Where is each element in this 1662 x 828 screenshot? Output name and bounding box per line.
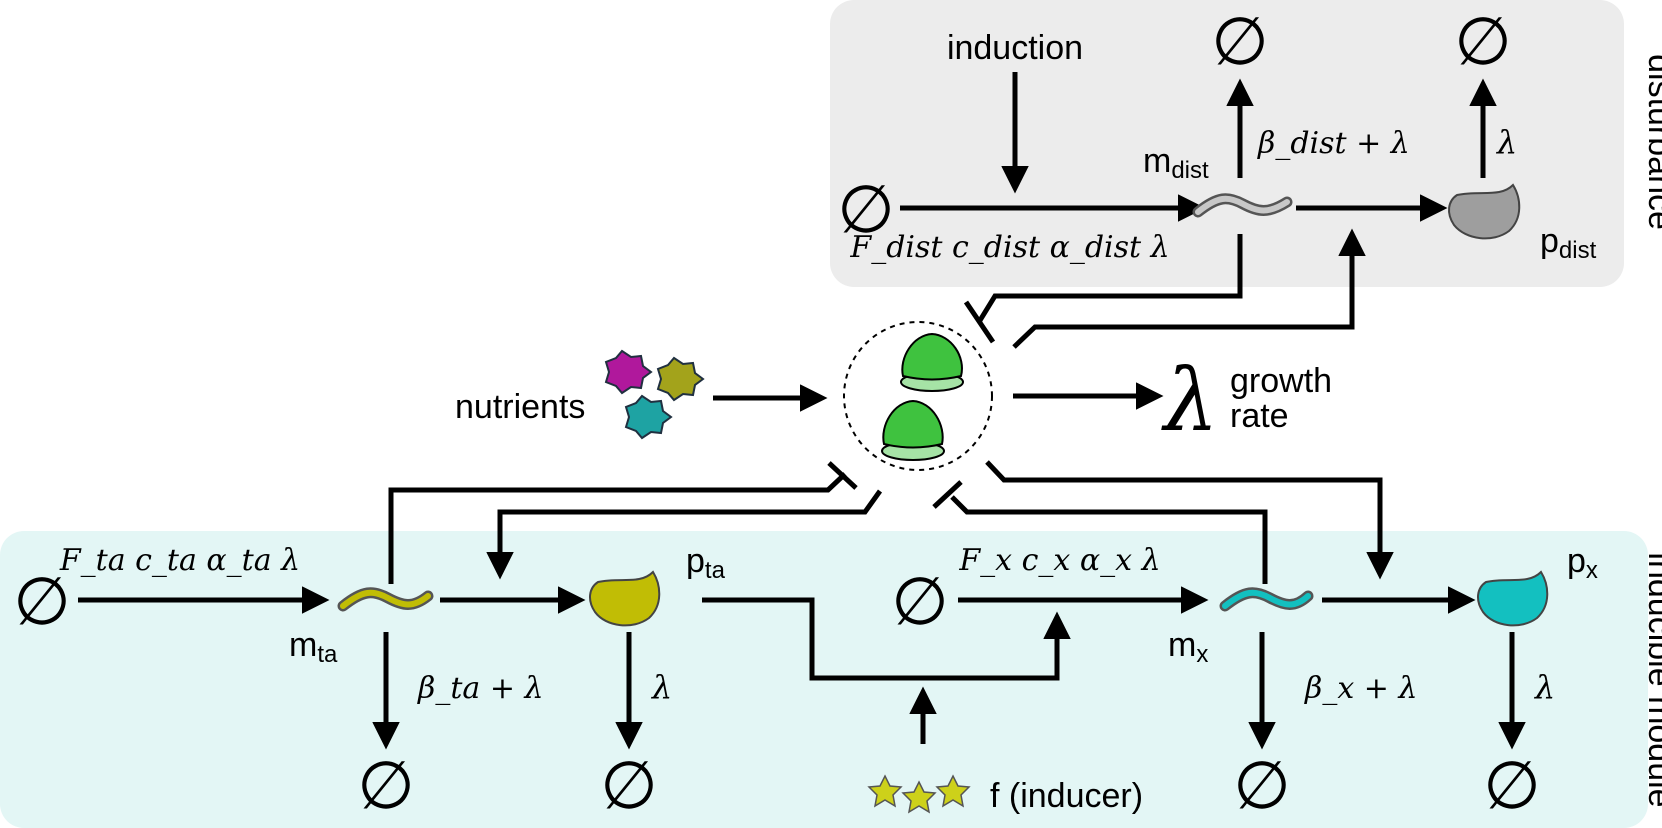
inducer-label: f (inducer) [990,777,1143,815]
p-ta-label: pta [686,542,726,584]
disturbance-panel-label: disturbance [1641,54,1662,230]
ribosome-to-p-ta-arrow [486,489,883,580]
nutrients-label: nutrients [455,388,585,426]
p-ta-sink-null: ∅ [600,747,658,824]
growth-rate-label-line2: rate [1230,397,1289,435]
p-x-protein-icon [1477,570,1549,627]
m-dist-decay-rate: β_dist + λ [1257,126,1410,161]
m-x-inhibition-bar [932,480,963,509]
m-ta-decay-rate: β_ta + λ [417,671,544,706]
m-ta-label: mta [289,626,338,668]
growth-rate-symbol: λ [1161,351,1219,451]
m-ta-inhibition-bar [827,461,858,490]
p-dist-dilution-rate: λ [1495,123,1517,161]
x-source-null: ∅ [891,563,949,640]
p-x-dilution-rate: λ [1533,668,1555,706]
ta-source-null: ∅ [13,563,71,640]
ta-transcription-rate: F_ta c_ta α_ta λ [59,543,300,578]
m-x-sink-null: ∅ [1233,747,1291,824]
m-dist-inhibition-bar [963,300,996,344]
inducer-stars-icon [867,774,971,814]
p-x-label: px [1567,542,1598,584]
growth-rate-label-line1: growth [1230,362,1332,400]
m-dist-sink-null: ∅ [1211,3,1269,80]
m-x-ribosome-inhibition [950,495,1268,584]
induction-label: induction [947,29,1083,67]
x-transcription-rate: F_x c_x α_x λ [958,543,1160,578]
m-x-mrna-icon [1219,587,1314,612]
m-ta-mrna-icon [337,587,434,612]
dist-source-null: ∅ [837,171,895,248]
dist-transcription-rate: F_dist c_dist α_dist λ [849,230,1169,265]
m-x-decay-rate: β_x + λ [1304,671,1418,706]
m-ta-sink-null: ∅ [357,747,415,824]
m-dist-mrna-icon [1192,193,1293,218]
nutrients-icon [604,349,705,440]
m-x-label: mx [1168,626,1208,668]
p-x-sink-null: ∅ [1483,747,1541,824]
p-dist-label: pdist [1540,222,1597,264]
m-dist-label: mdist [1143,142,1209,184]
m-dist-ribosome-inhibition [976,234,1243,324]
p-dist-sink-null: ∅ [1454,3,1512,80]
p-ta-protein-icon [589,570,661,627]
p-ta-activation-path [702,597,1071,681]
inducible-panel-label: inducible module [1641,552,1662,807]
p-dist-protein-icon [1448,183,1521,240]
ribosome-pool-icon [843,321,993,471]
m-ta-ribosome-inhibition [388,472,847,584]
p-ta-dilution-rate: λ [650,668,672,706]
ribosome-to-p-dist-arrow [1012,228,1366,349]
ribosome-to-p-x-arrow [985,460,1394,580]
